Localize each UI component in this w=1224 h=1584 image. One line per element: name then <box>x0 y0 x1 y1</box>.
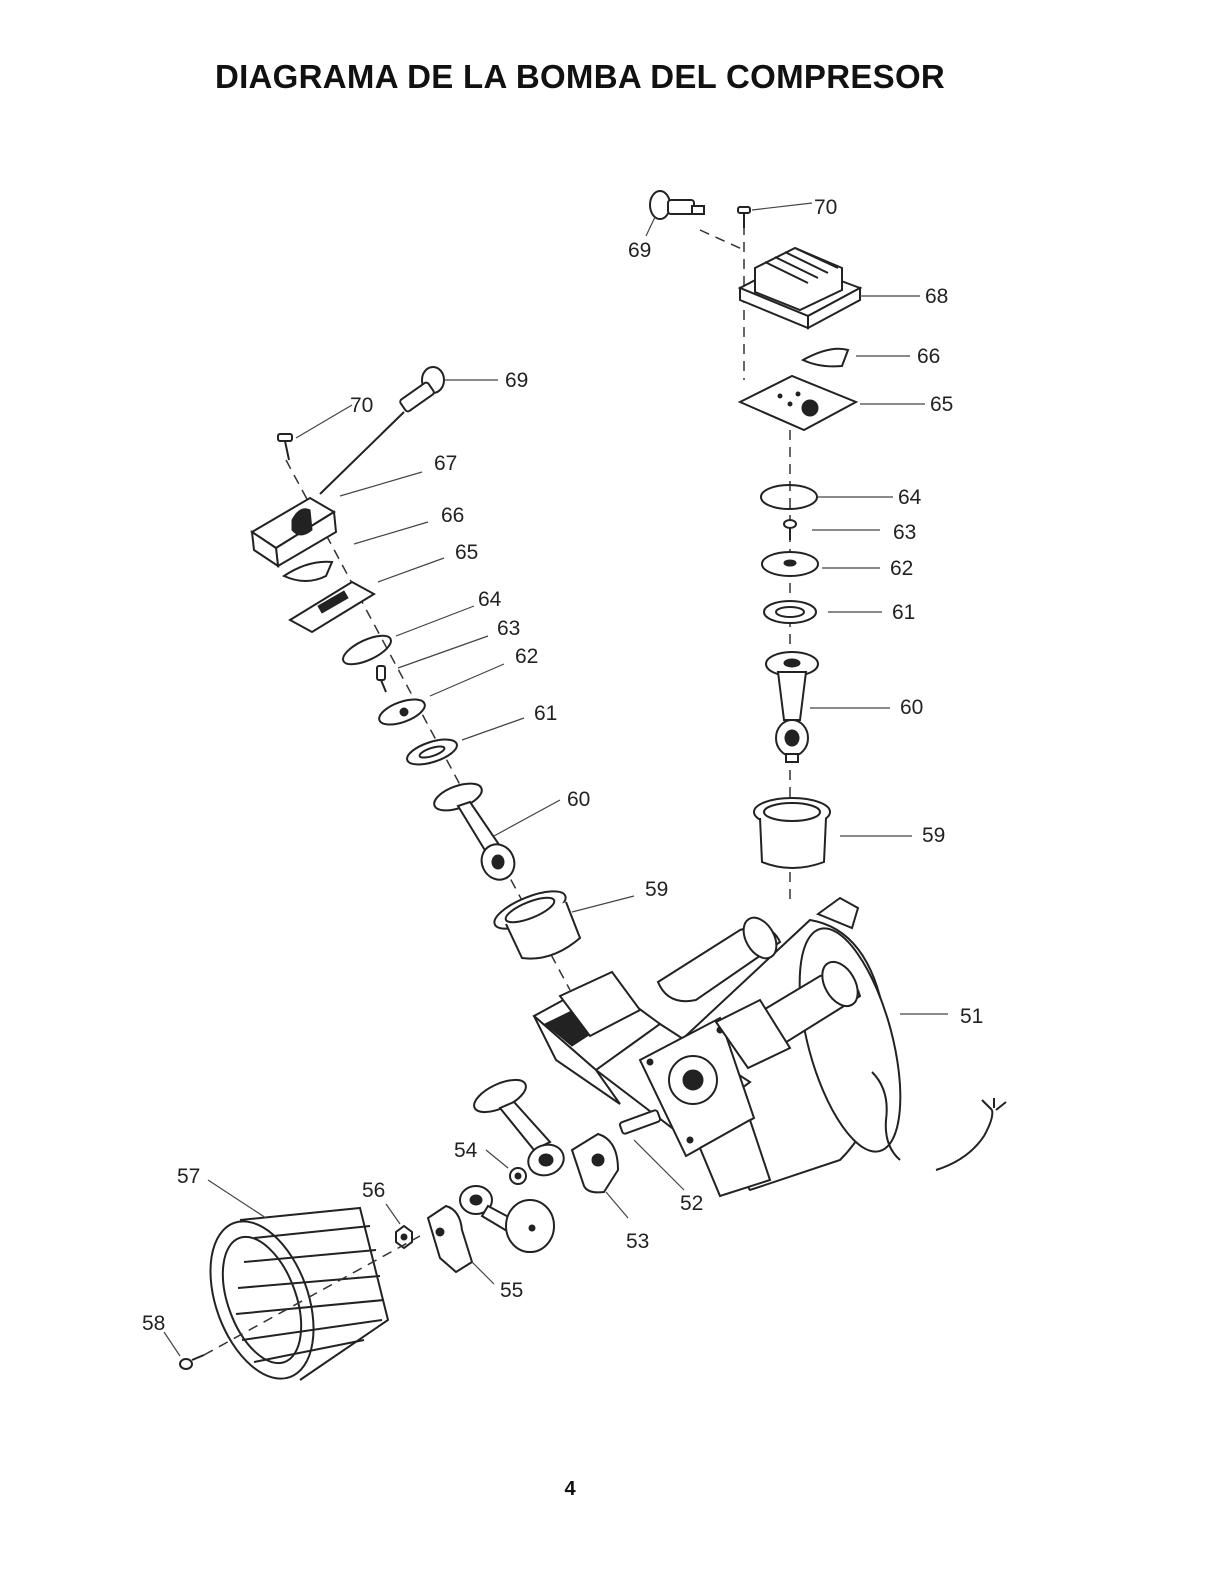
callout-left-66: 66 <box>441 504 464 527</box>
left-piston-ring <box>406 717 525 766</box>
callout-left-70: 70 <box>350 394 373 417</box>
callout-right-68: 68 <box>925 285 948 308</box>
left-cylinder-head <box>250 471 423 569</box>
left-gasket <box>281 521 429 582</box>
right-cylinder-sleeve <box>753 797 912 869</box>
callout-right-62: 62 <box>890 557 913 580</box>
callout-52: 52 <box>680 1192 703 1215</box>
right-valve-fitting <box>645 190 705 237</box>
left-retainer-disc <box>378 663 505 726</box>
right-o-ring <box>760 484 893 510</box>
callout-left-62: 62 <box>515 645 538 668</box>
callout-55: 55 <box>500 1279 523 1302</box>
right-retainer-disc <box>761 551 880 577</box>
callout-56: 56 <box>362 1179 385 1202</box>
callout-58: 58 <box>142 1312 165 1335</box>
front-connecting-rod <box>473 1078 565 1177</box>
callout-57: 57 <box>177 1165 200 1188</box>
callout-left-60: 60 <box>567 788 590 811</box>
callout-left-64: 64 <box>478 588 502 611</box>
callout-right-70: 70 <box>814 196 837 219</box>
power-cord <box>871 1071 1007 1171</box>
right-small-screw <box>783 519 880 540</box>
left-screw <box>277 404 353 461</box>
right-cylinder-head <box>737 246 920 330</box>
right-screw <box>737 202 813 228</box>
left-valve-fitting <box>319 366 498 495</box>
callout-right-69: 69 <box>628 239 651 262</box>
page-title: DIAGRAMA DE LA BOMBA DEL COMPRESOR <box>214 58 946 95</box>
callout-right-59: 59 <box>922 824 945 847</box>
left-small-screw <box>376 635 489 693</box>
callout-right-66: 66 <box>917 345 940 368</box>
capacitor-top <box>656 916 782 1003</box>
callout-left-59: 59 <box>645 878 668 901</box>
left-valve-plate <box>288 557 445 634</box>
callout-right-65: 65 <box>930 393 953 416</box>
drive-shaft <box>618 1109 685 1191</box>
callout-53: 53 <box>626 1230 649 1253</box>
callout-right-61: 61 <box>892 601 915 624</box>
left-o-ring <box>342 605 475 666</box>
crankcase-motor-housing <box>532 896 948 1198</box>
lock-nut <box>485 1149 527 1185</box>
right-gasket <box>800 347 910 368</box>
callout-left-67: 67 <box>434 452 457 475</box>
cooling-fan-wheel <box>207 1179 390 1381</box>
rear-connecting-rod <box>459 1185 555 1253</box>
left-connecting-rod <box>433 782 561 881</box>
right-valve-plate <box>737 374 925 432</box>
hex-nut <box>385 1203 413 1250</box>
callout-left-63: 63 <box>497 617 520 640</box>
fan-bolt <box>163 1235 421 1370</box>
callout-right-60: 60 <box>900 696 923 719</box>
callout-51: 51 <box>960 1005 983 1028</box>
right-connecting-rod <box>765 651 890 763</box>
callout-right-64: 64 <box>898 486 922 509</box>
callout-left-61: 61 <box>534 702 557 725</box>
callout-left-69: 69 <box>505 369 528 392</box>
eccentric-cam <box>570 1132 629 1219</box>
callout-54: 54 <box>454 1139 478 1162</box>
left-cylinder-sleeve <box>493 890 635 960</box>
counterweight <box>426 1204 495 1285</box>
callout-left-65: 65 <box>455 541 478 564</box>
page-number: 4 <box>564 1478 576 1500</box>
callout-right-63: 63 <box>893 521 916 544</box>
right-piston-ring <box>763 600 882 624</box>
